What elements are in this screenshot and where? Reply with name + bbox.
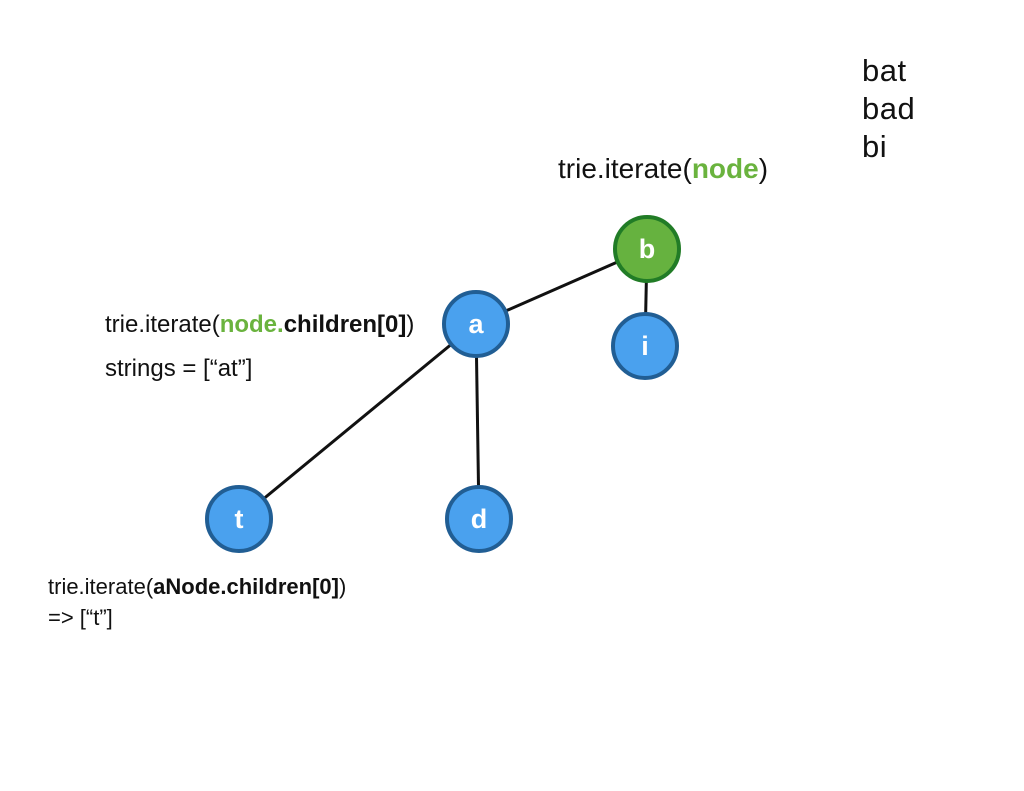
anode-children-suffix: ) <box>338 574 347 599</box>
caption-node-children-call: trie.iterate(node.children[0]) strings =… <box>105 303 414 391</box>
root-call-argument: node <box>691 153 759 184</box>
root-call-suffix: ) <box>758 153 769 184</box>
node-children-argument-bold: children[0] <box>283 311 407 338</box>
word-item: bat <box>862 53 907 88</box>
trie-node-t: t <box>205 485 273 553</box>
node-children-suffix: ) <box>406 311 415 338</box>
root-call-prefix: trie.iterate( <box>558 153 692 184</box>
trie-node-b: b <box>613 215 681 283</box>
node-children-result: strings = [“at”] <box>105 355 253 382</box>
caption-anode-children-call: trie.iterate(aNode.children[0]) => [“t”] <box>48 571 346 633</box>
node-children-prefix: trie.iterate( <box>105 311 220 338</box>
word-item: bad <box>862 91 916 126</box>
caption-root-call: trie.iterate(node) <box>558 152 768 186</box>
word-item: bi <box>862 129 888 164</box>
trie-node-a: a <box>442 290 510 358</box>
anode-children-result: => [“t”] <box>48 605 113 630</box>
anode-children-call-line: trie.iterate(aNode.children[0]) <box>48 571 346 602</box>
node-children-call-line: trie.iterate(node.children[0]) <box>105 303 414 347</box>
anode-children-argument-bold: aNode.children[0] <box>153 574 339 599</box>
trie-node-d: d <box>445 485 513 553</box>
anode-children-prefix: trie.iterate( <box>48 574 154 599</box>
node-children-argument-green: node. <box>219 311 284 338</box>
trie-node-i: i <box>611 312 679 380</box>
